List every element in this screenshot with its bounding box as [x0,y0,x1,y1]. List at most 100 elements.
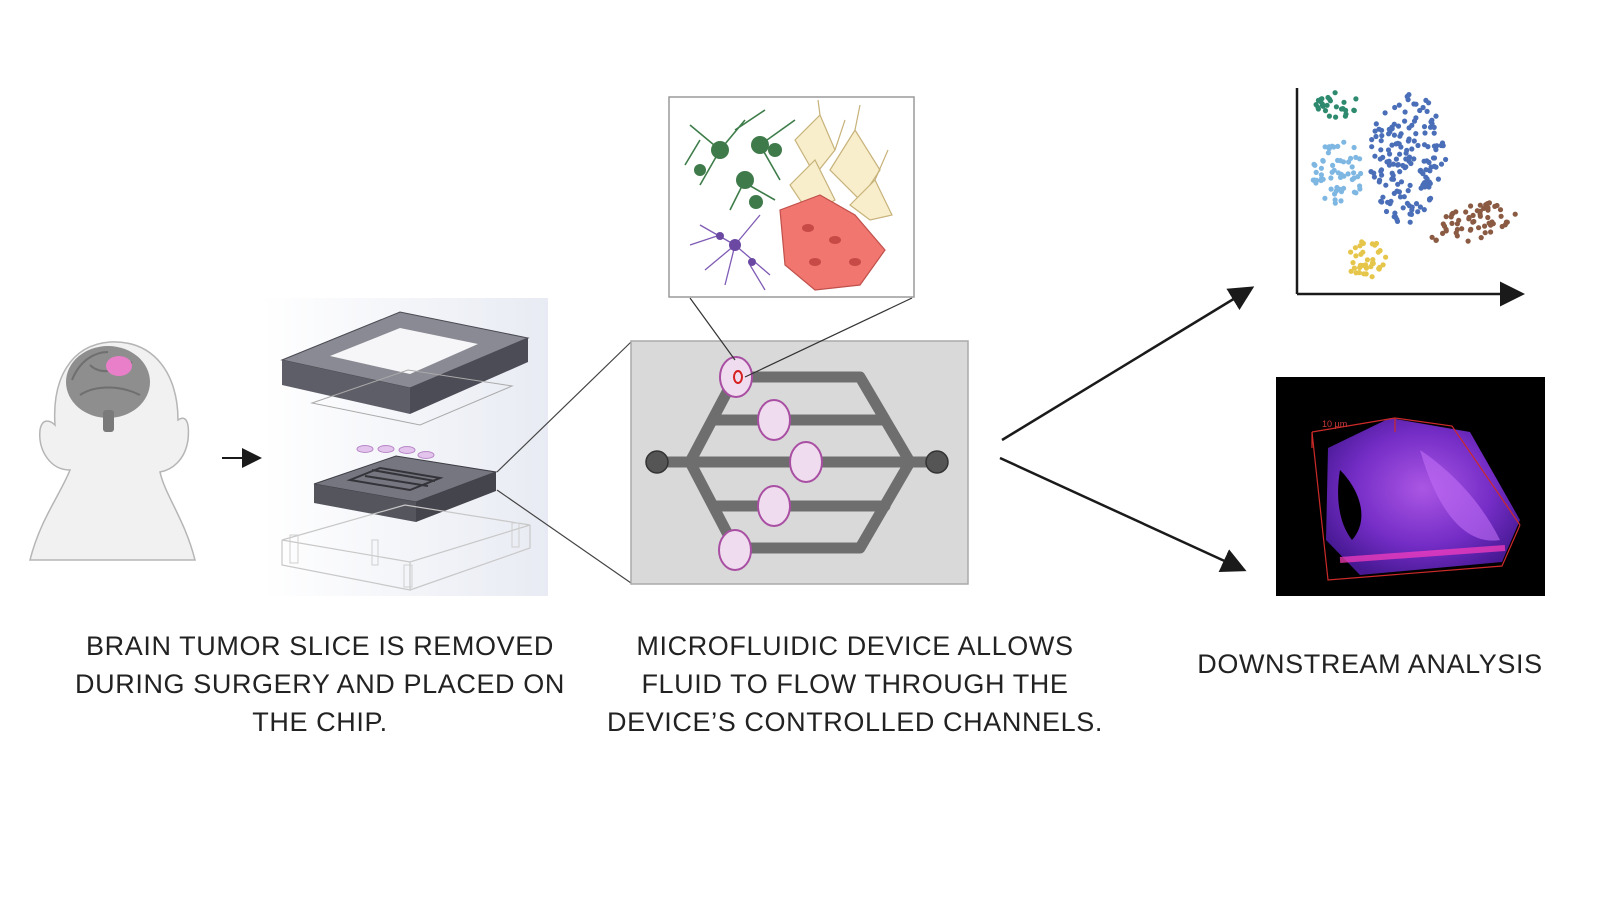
umap-dot [1431,130,1437,136]
umap-dot [1390,176,1397,182]
umap-dot [1395,162,1401,168]
umap-dot [1397,151,1403,157]
umap-dot [1389,142,1395,148]
umap-dot [1373,133,1379,140]
umap-dot [1325,94,1331,101]
umap-dot [1329,169,1335,175]
umap-dot [1397,169,1403,175]
umap-dot [1350,260,1356,266]
umap-dot [1376,266,1382,272]
umap-dot [1402,118,1408,124]
umap-dot [1499,223,1505,230]
umap-dot [1402,109,1408,115]
umap-dot [1407,182,1413,188]
umap-dot [1364,257,1370,263]
chambers [718,356,823,571]
umap-dot [1391,214,1397,220]
umap-dot [1467,227,1473,233]
umap-dot [1406,136,1412,142]
umap-dot [1415,209,1421,215]
caption-line: THE CHIP. [252,707,388,737]
umap-dot [1423,167,1429,173]
umap-dot [1466,214,1472,221]
umap-dot [1400,162,1406,169]
umap-dot [1331,144,1337,150]
umap-dot [1427,196,1433,202]
umap-dot [1326,113,1332,119]
umap-dot [1319,96,1325,102]
umap-dot [1319,102,1326,108]
umap-dot [1492,203,1498,209]
umap-dot [1443,156,1449,163]
head-brain-icon [29,341,196,561]
umap-dot [1372,153,1378,159]
umap-dot [1351,107,1357,114]
umap-dot [1512,211,1518,217]
umap-dot [1430,155,1437,161]
chamber-1 [719,356,753,398]
umap-dot [1474,208,1480,214]
umap-dot [1349,176,1355,183]
umap-dot [1348,155,1354,161]
umap-dot [1338,106,1345,112]
umap-dot [1328,175,1334,181]
umap-dot [1394,218,1401,224]
umap-dot [1322,108,1329,114]
umap-dot [1378,167,1385,173]
umap-dot [1488,222,1494,228]
umap-dot [1353,190,1359,196]
caption-line: DOWNSTREAM ANALYSIS [1197,649,1543,679]
umap-dot [1401,194,1407,200]
umap-scatter-icon [1295,88,1525,307]
caption-line: MICROFLUIDIC DEVICE ALLOWS [636,631,1074,661]
umap-dot [1434,143,1440,149]
umap-dot [1482,223,1488,229]
umap-dot [1424,108,1430,114]
umap-dot [1456,217,1462,223]
chamber-4 [757,485,791,527]
umap-dot [1504,219,1510,225]
umap-dot [1417,107,1423,114]
umap-dot [1369,144,1375,150]
umap-dot [1428,119,1434,125]
umap-dot [1398,131,1404,137]
umap-dot [1406,125,1412,131]
umap-dot [1345,171,1351,177]
umap-dot [1318,172,1324,178]
umap-dot [1488,229,1494,235]
umap-dot [1443,228,1449,234]
umap-dot [1421,158,1427,164]
umap-dot [1337,158,1343,164]
umap-dot [1348,249,1354,255]
umap-dot [1392,104,1398,111]
umap-dot [1372,128,1378,134]
umap-dot [1411,138,1417,144]
umap-dot [1353,96,1359,102]
umap-dot [1413,131,1419,137]
umap-dot [1379,199,1385,205]
umap-dot [1459,226,1465,232]
umap-dot [1397,194,1404,200]
umap-dot [1360,240,1366,246]
umap-dot [1440,143,1446,149]
umap-dot [1420,182,1426,188]
umap-dot [1440,230,1446,236]
umap-dot [1353,270,1359,276]
umap-dot [1454,233,1460,239]
umap-dot [1408,160,1414,167]
umap-dot [1413,201,1420,207]
umap-dot [1429,234,1435,240]
umap-dot [1386,162,1392,168]
umap-dot [1352,245,1358,251]
umap-dot [1371,170,1377,176]
umap-dot [1351,170,1357,176]
umap-dot [1407,211,1413,217]
confocal-scale-label: 10 µm [1322,419,1347,429]
umap-dot [1420,104,1426,111]
umap-dot [1400,205,1406,211]
umap-dot [1320,176,1326,182]
umap-dot [1485,205,1491,211]
umap-dot [1376,179,1382,185]
